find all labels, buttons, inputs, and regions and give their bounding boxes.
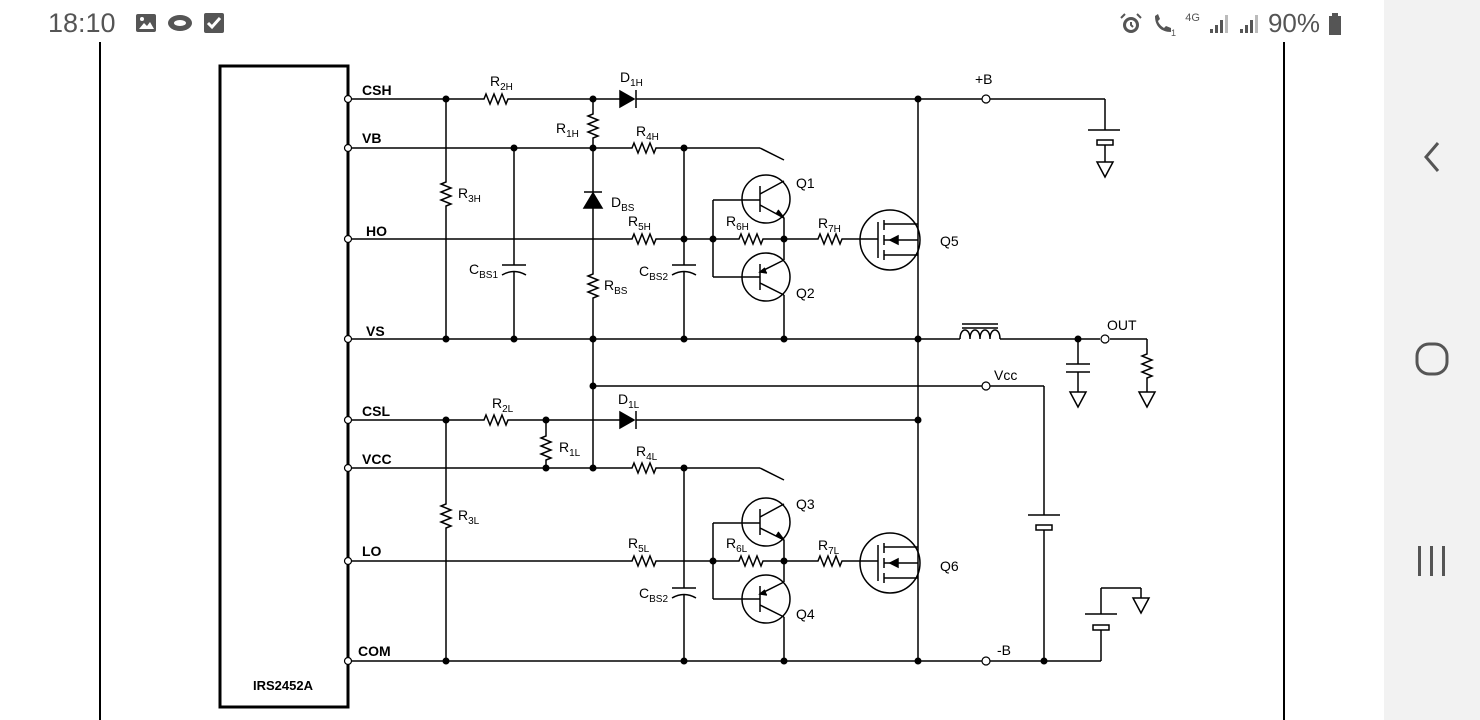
label-r6h: R6H: [726, 213, 749, 233]
page-edge-left: [99, 42, 101, 720]
status-time: 18:10: [48, 8, 116, 38]
label-r1h: R1H: [556, 120, 579, 140]
battery-percent: 90%: [1267, 8, 1320, 38]
wifi-call-icon: 1: [1155, 13, 1176, 36]
label-r5h: R5H: [628, 213, 651, 233]
label-q4: Q4: [796, 606, 815, 622]
pin-vcc: VCC: [362, 451, 392, 467]
status-bar: 18:10 1 4G 90%: [0, 0, 1384, 52]
label-r2h: R2H: [490, 73, 513, 93]
home-icon: [1415, 342, 1449, 376]
svg-text:1: 1: [1171, 28, 1176, 36]
label-q5: Q5: [940, 233, 959, 249]
label-q3: Q3: [796, 496, 815, 512]
checkbox-icon: [204, 13, 224, 33]
label-plus-b: +B: [975, 71, 993, 87]
home-button[interactable]: [1408, 335, 1456, 383]
label-r4l: R4L: [636, 443, 658, 463]
label-r3h: R3H: [458, 185, 481, 205]
label-r2l: R2L: [492, 395, 514, 415]
label-r5l: R5L: [628, 535, 650, 555]
label-d1h: D1H: [620, 69, 643, 89]
ic-box: [218, 64, 350, 709]
recents-icon: [1418, 546, 1445, 576]
label-r7l: R7L: [818, 537, 840, 557]
pin-com: COM: [358, 643, 391, 659]
pin-csh: CSH: [362, 82, 392, 98]
label-r4h: R4H: [636, 123, 659, 143]
cloud-icon: [168, 15, 192, 31]
navigation-bar: [1384, 0, 1480, 720]
pin-csl: CSL: [362, 403, 390, 419]
label-cbs2-bot: CBS2: [639, 585, 668, 605]
gallery-icon: [136, 14, 156, 32]
label-cbs2-top: CBS2: [639, 263, 668, 283]
label-q2: Q2: [796, 285, 815, 301]
circuit-diagram: IRS2452A CSH VB HO VS CSL VCC LO COM R2H…: [218, 64, 1157, 709]
label-r3l: R3L: [458, 507, 480, 527]
ic-name: IRS2452A: [253, 678, 314, 693]
label-dbs: DBS: [611, 194, 635, 214]
page-edge-right: [1283, 42, 1285, 720]
recents-button[interactable]: [1408, 537, 1456, 585]
label-r7h: R7H: [818, 215, 841, 235]
pin-ho: HO: [366, 223, 387, 239]
label-vcc-node: Vcc: [994, 367, 1017, 383]
signal-icon: [1209, 14, 1228, 33]
signal-icon: [1239, 14, 1258, 33]
label-cbs1: CBS1: [469, 261, 498, 281]
pin-vs: VS: [366, 323, 385, 339]
back-button[interactable]: [1408, 133, 1456, 181]
label-d1l: D1L: [618, 391, 640, 411]
label-minus-b: -B: [997, 642, 1011, 658]
label-q6: Q6: [940, 558, 959, 574]
label-rbs: RBS: [604, 277, 628, 297]
pin-lo: LO: [362, 543, 382, 559]
alarm-icon: [1120, 12, 1142, 33]
battery-icon: [1329, 12, 1341, 35]
label-q1: Q1: [796, 175, 815, 191]
label-r1l: R1L: [559, 439, 581, 459]
network-type: 4G: [1185, 11, 1200, 24]
label-out: OUT: [1107, 317, 1137, 333]
label-r6l: R6L: [726, 535, 748, 555]
back-icon: [1424, 142, 1440, 172]
pin-vb: VB: [362, 130, 381, 146]
